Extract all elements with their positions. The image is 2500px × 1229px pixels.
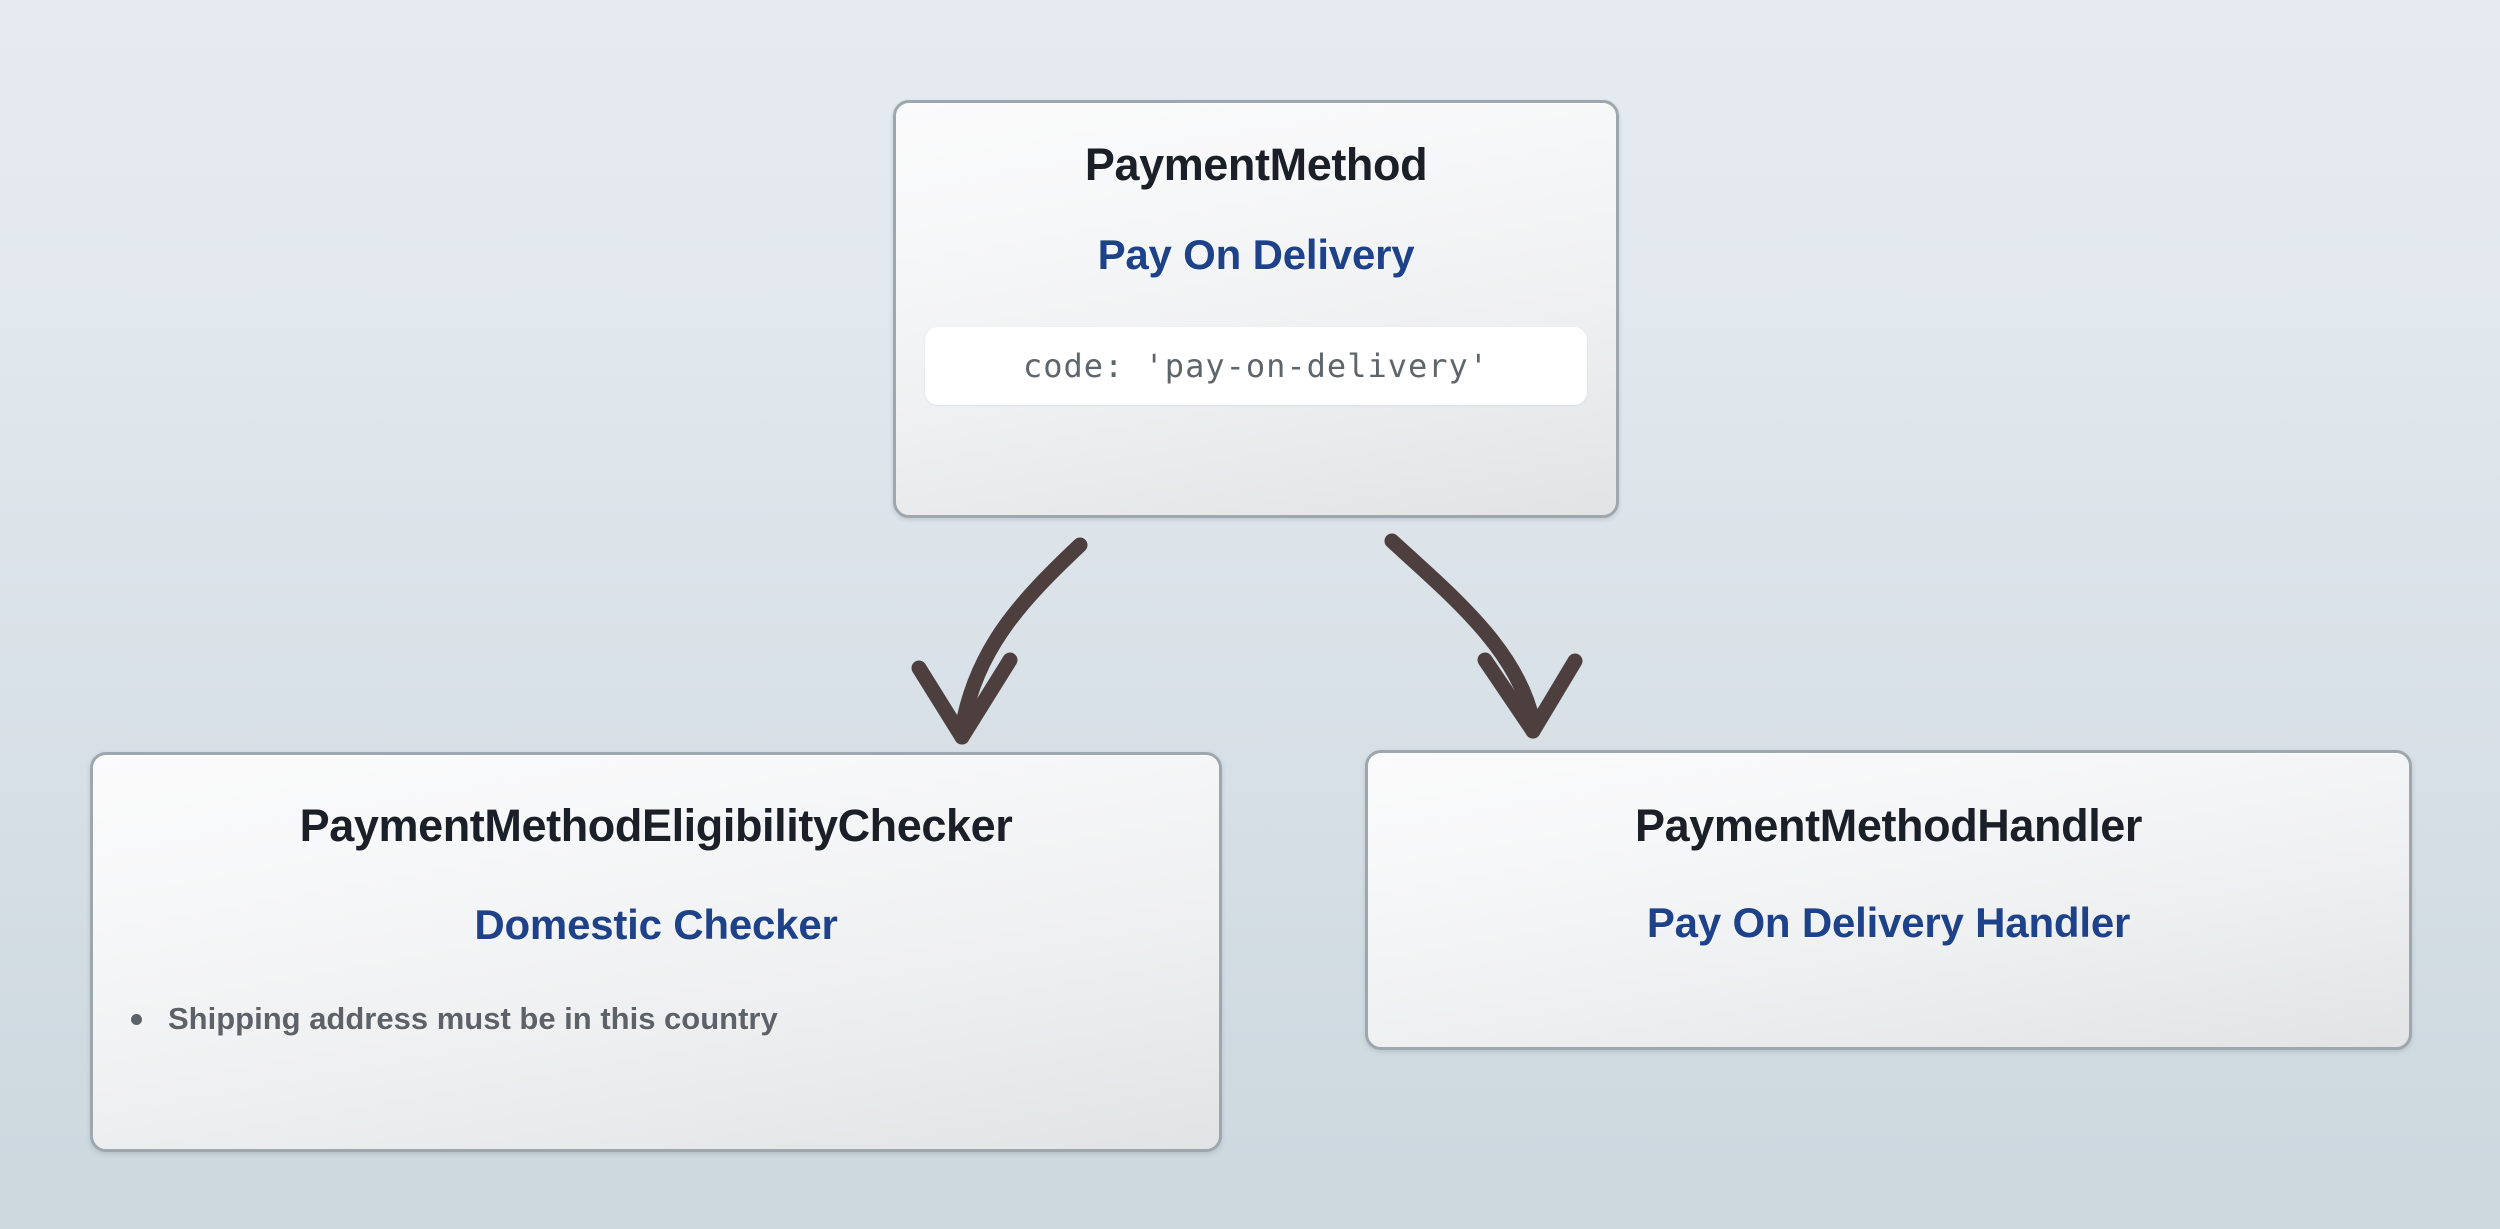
node-payment-method-name: Pay On Delivery: [1097, 231, 1415, 278]
code-value: code: 'pay-on-delivery': [1022, 347, 1490, 385]
node-payment-handler-type: PaymentMethodHandler: [1634, 800, 2143, 851]
code-box: code: 'pay-on-delivery': [925, 327, 1587, 405]
node-eligibility-checker-name: Domestic Checker: [474, 901, 838, 948]
node-payment-handler[interactable]: PaymentMethodHandler Pay On Delivery Han…: [1365, 750, 2412, 1050]
node-eligibility-checker-type: PaymentMethodEligibilityChecker: [299, 800, 1013, 851]
node-payment-method-type: PaymentMethod: [1084, 139, 1428, 190]
node-payment-method[interactable]: PaymentMethod Pay On Delivery code: 'pay…: [893, 100, 1619, 518]
bullet-icon: [131, 1013, 142, 1025]
arrow-to-payment-handler: [1384, 533, 1583, 739]
criteria-list: Shipping address must be in this country: [93, 999, 1219, 1039]
node-payment-handler-name: Pay On Delivery Handler: [1646, 899, 2131, 946]
list-item: Shipping address must be in this country: [131, 999, 1219, 1039]
criteria-text: Shipping address must be in this country: [168, 1001, 778, 1036]
arrow-to-eligibility-checker: [911, 537, 1088, 745]
node-eligibility-checker[interactable]: PaymentMethodEligibilityChecker Domestic…: [90, 752, 1222, 1152]
